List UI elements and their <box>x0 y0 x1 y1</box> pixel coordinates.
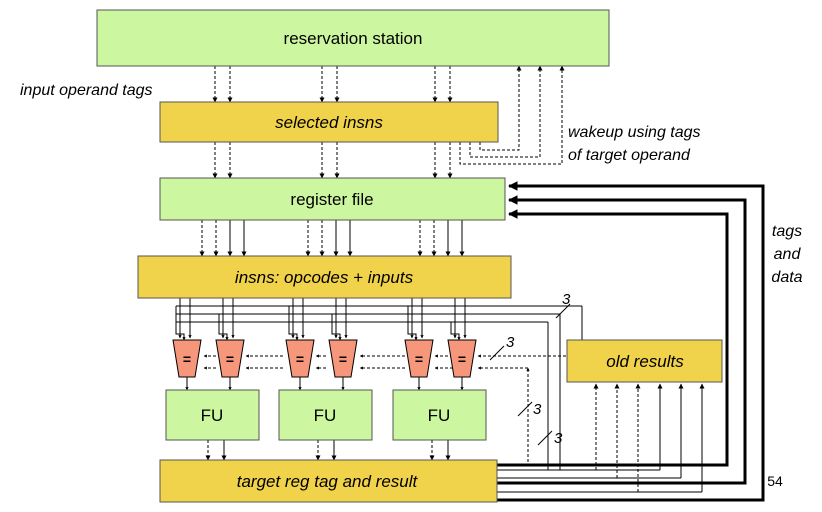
comparator-2: = <box>215 339 245 378</box>
fu-box-3 <box>392 389 487 441</box>
connector-lines <box>175 65 765 502</box>
fu-box-2 <box>278 389 373 441</box>
comparator-6: = <box>447 339 477 378</box>
comparator-1: = <box>172 339 202 378</box>
wakeup-label-line2: of target operand <box>568 147 691 164</box>
wakeup-label-line1: wakeup using tags <box>568 124 701 141</box>
insns-opcodes-inputs-label: insns: opcodes + inputs <box>235 268 414 287</box>
bus-width-label-2: 3 <box>506 334 515 351</box>
fu-label-2: FU <box>314 406 337 425</box>
comparator-label: = <box>339 351 347 367</box>
comparator-label: = <box>226 351 234 367</box>
fu-label-1: FU <box>201 406 224 425</box>
register-file-box <box>159 177 506 221</box>
comparator-label: = <box>415 351 423 367</box>
data-label: data <box>771 269 802 286</box>
comparator-label: = <box>458 351 466 367</box>
comparator-5: = <box>404 339 434 378</box>
page-number: 54 <box>767 473 783 489</box>
fu-label-3: FU <box>428 406 451 425</box>
target-reg-tag-result-box <box>159 459 498 503</box>
register-file-label: register file <box>290 190 373 209</box>
selected-insns-label: selected insns <box>275 113 383 132</box>
old-results-label: old results <box>606 352 684 371</box>
comparator-label: = <box>296 351 304 367</box>
comparator-4: = <box>328 339 358 378</box>
bus-width-label-4: 3 <box>554 430 563 447</box>
tags-label: tags <box>772 223 802 240</box>
comparator-3: = <box>285 339 315 378</box>
insns-opcodes-inputs-box <box>137 255 512 299</box>
bus-width-label-1: 3 <box>562 291 571 308</box>
reservation-station-box <box>96 9 610 67</box>
input-operand-tags-label: input operand tags <box>20 82 153 99</box>
target-reg-tag-result-label: target reg tag and result <box>237 472 419 491</box>
comparator-label: = <box>183 351 191 367</box>
reservation-station-label: reservation station <box>284 29 423 48</box>
fu-box-1 <box>165 389 260 441</box>
old-results-box <box>566 339 723 383</box>
and-label: and <box>774 246 802 263</box>
selected-insns-box <box>159 101 499 143</box>
bus-width-label-3: 3 <box>533 401 542 418</box>
comparator-group: = = = = = = <box>172 339 477 378</box>
